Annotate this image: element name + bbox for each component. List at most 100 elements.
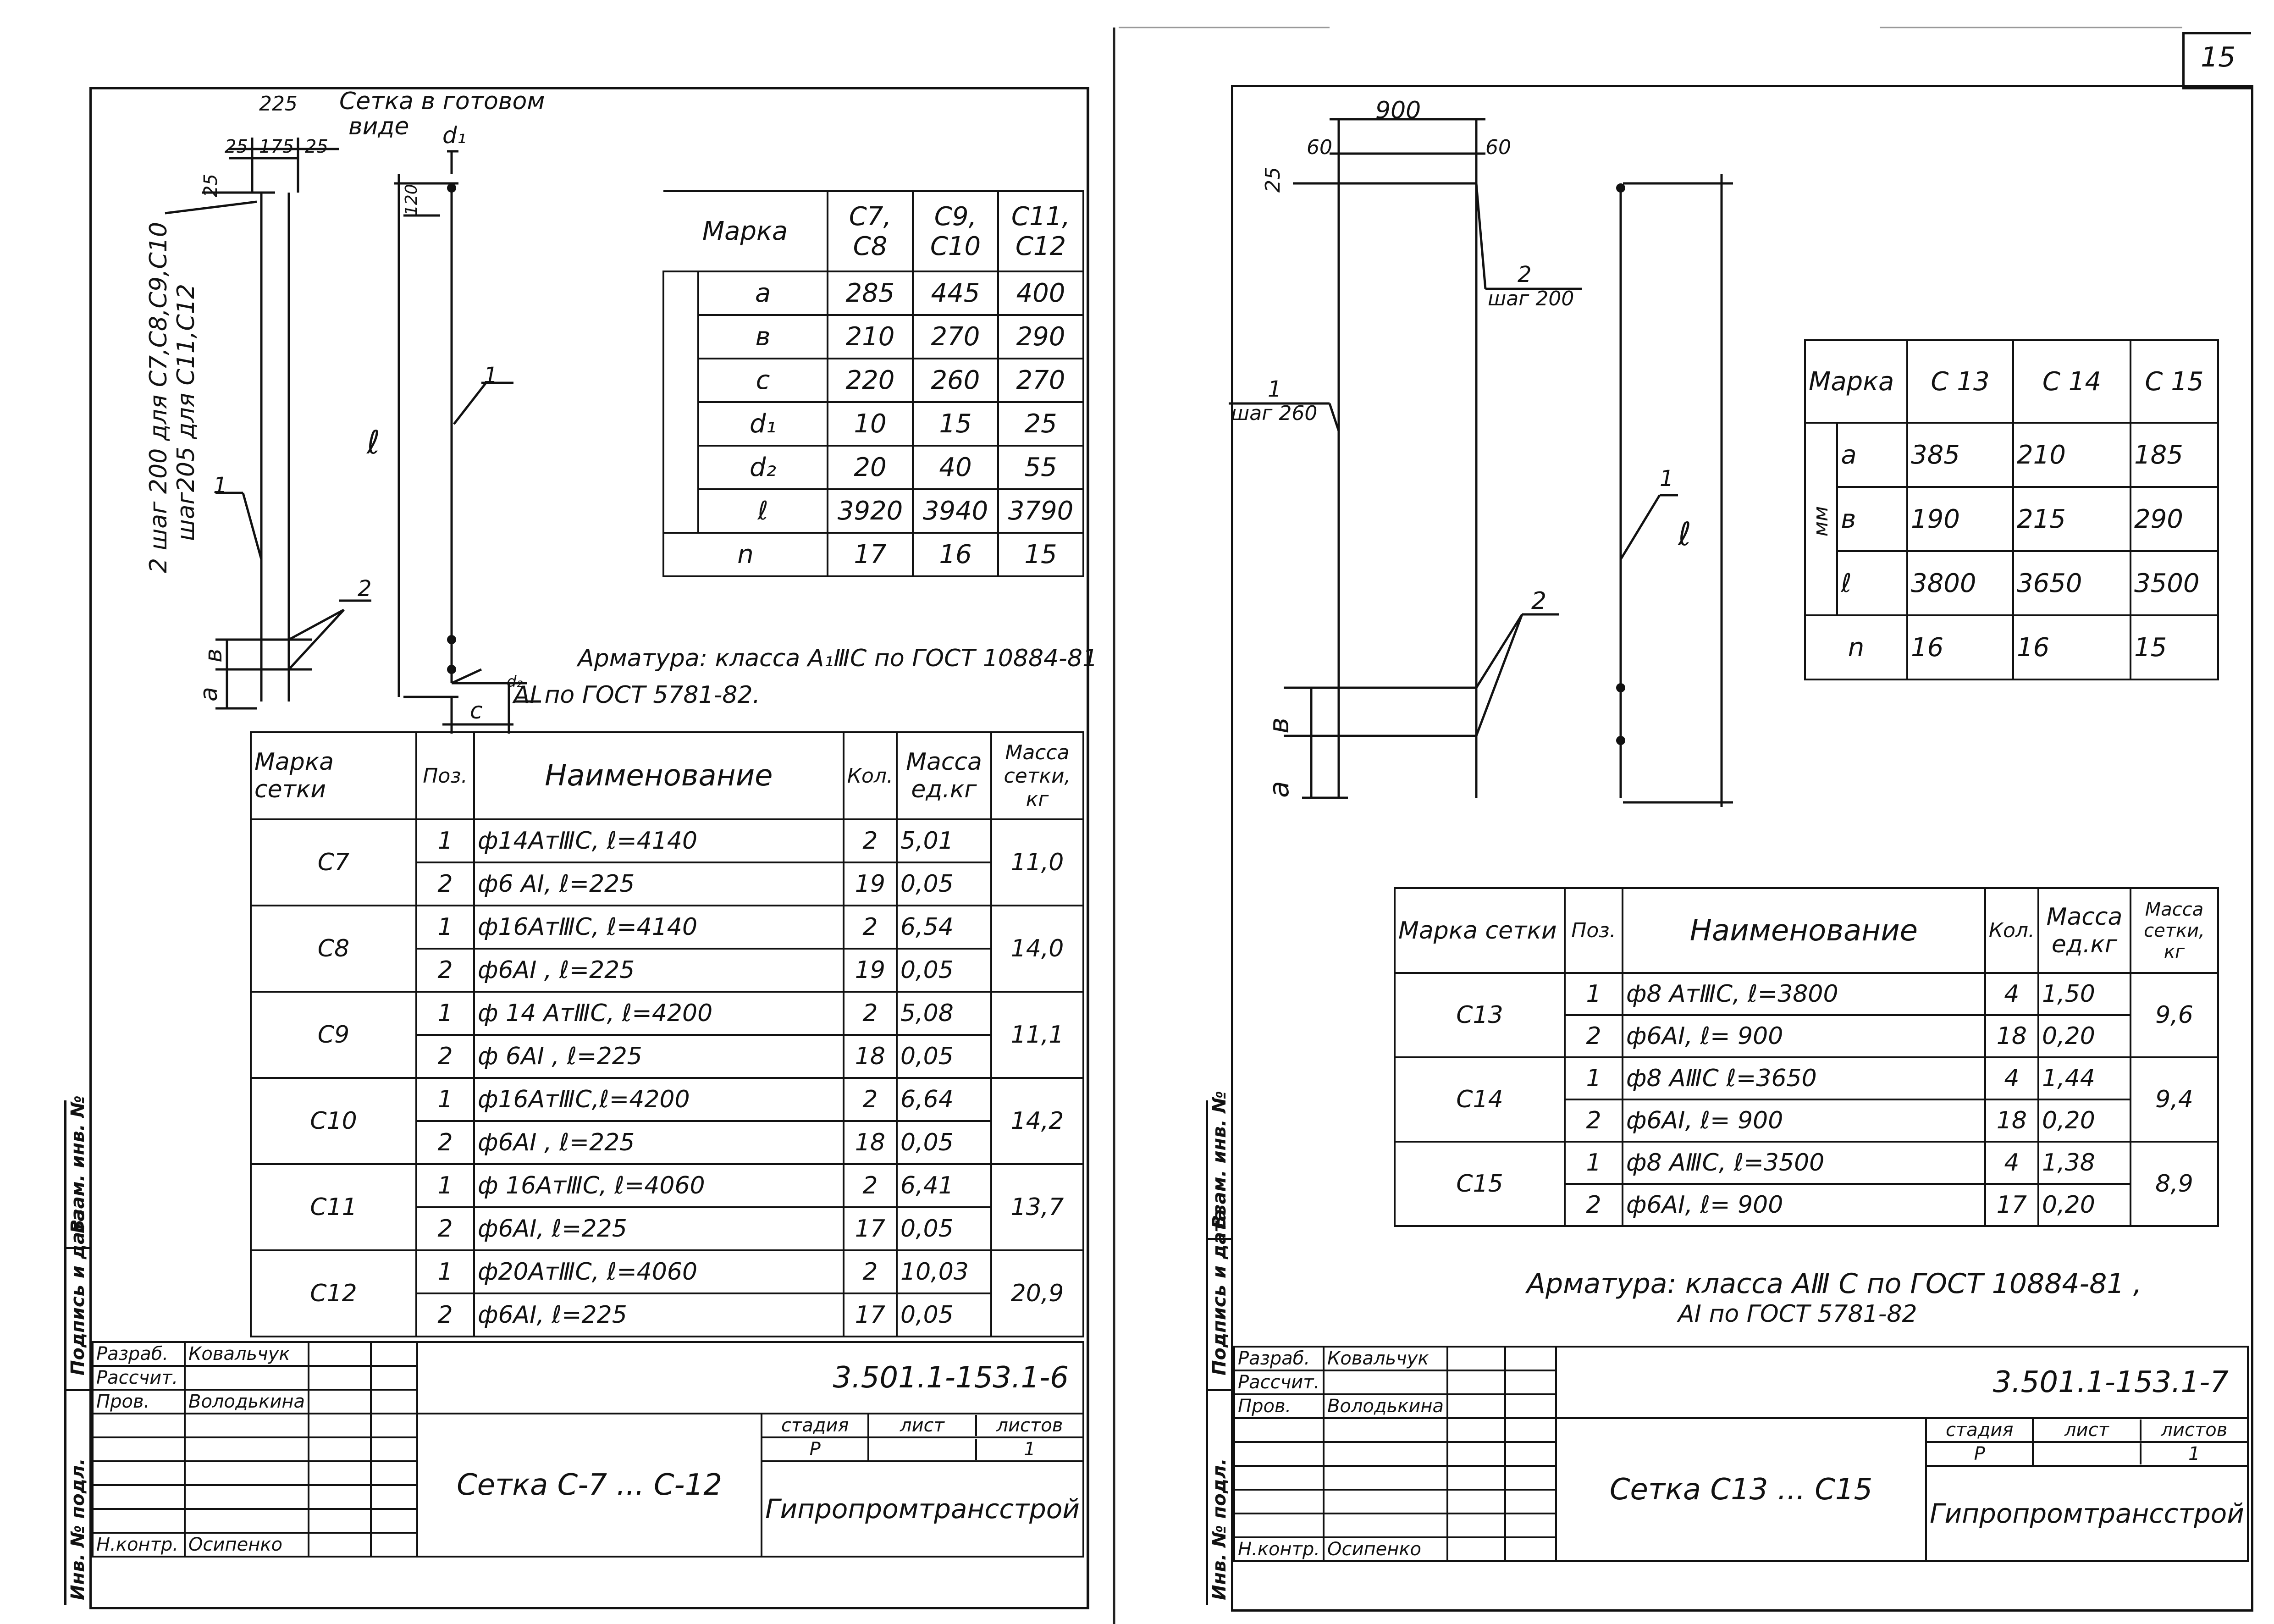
dim-25-side: 25 (200, 174, 221, 197)
rparam-row-label: в (1836, 486, 1908, 552)
rstamp-list-val: 1 (2032, 1441, 2249, 1467)
right-title-block: Разраб. Ковальчук 3.501.1-153.1-7 Рассчи… (1233, 1346, 2249, 1562)
rstamp-title: Сетка С13 ... С15 (1555, 1417, 1927, 1562)
spec-total: 11,1 (990, 991, 1084, 1079)
spec-h-pos: Поз. (415, 731, 475, 820)
rparam-cell: 3800 (1906, 550, 2014, 616)
spec-total: 11,0 (990, 818, 1084, 906)
rstamp-nkontr-name: Осипенко (1322, 1536, 1449, 1562)
rstamp-rasschit: Рассчит. (1233, 1370, 1325, 1395)
left-title-block: Разраб. Ковальчук 3.501.1-153.1-6 Рассчи… (92, 1341, 1084, 1558)
spec-qty: 18 (842, 1034, 898, 1079)
spec-pos: 2 (415, 1206, 475, 1251)
param-row-label: в (697, 314, 828, 359)
rstamp-empty (1504, 1441, 1557, 1467)
param-cell: 260 (912, 358, 999, 403)
param-row-label: ℓ (697, 488, 828, 534)
spec-pos: 2 (415, 1120, 475, 1165)
step-1-num: 1 (1268, 376, 1282, 402)
rstamp-stadia: Р (1925, 1441, 2034, 1467)
pos-1-a: 1 (213, 473, 227, 498)
rstamp-empty (1446, 1536, 1506, 1562)
left-side-label-1: Инв. № подл. (67, 1458, 88, 1600)
stamp-empty (92, 1413, 186, 1438)
rstamp-prov-name: Володькина (1322, 1393, 1449, 1419)
spec-qty: 2 (842, 1077, 898, 1122)
param-blank (662, 271, 699, 534)
spec-unit: 5,01 (896, 818, 992, 863)
rspec-unit: 1,38 (2037, 1141, 2131, 1185)
stamp-empty (370, 1389, 419, 1414)
stamp-empty (308, 1508, 372, 1534)
spec-name: ф 16AтⅢC, ℓ=4060 (473, 1163, 844, 1208)
spec-unit: 0,05 (896, 862, 992, 906)
param-header-c7: С7, С8 (827, 190, 914, 272)
rstamp-empty (1322, 1465, 1449, 1491)
stamp-empty (370, 1484, 419, 1510)
spec-h-name: Наименование (473, 731, 844, 820)
left-side-strip (64, 1100, 66, 1605)
spec-name: ф 6AI , ℓ=225 (473, 1034, 844, 1079)
rstamp-empty (1504, 1513, 1557, 1538)
dim-25-b: 25 (305, 136, 328, 157)
rstamp-empty (1322, 1441, 1449, 1467)
stamp-empty (183, 1484, 310, 1510)
rstamp-empty (1446, 1370, 1506, 1395)
rstamp-empty (1322, 1513, 1449, 1538)
rspec-qty: 18 (1984, 1014, 2040, 1058)
rspec-mark: С14 (1394, 1056, 1566, 1143)
spec-unit: 0,05 (896, 1034, 992, 1079)
spec-name: ф6AI, ℓ=225 (473, 1293, 844, 1337)
dim-a: a (195, 687, 223, 702)
param-cell: 285 (827, 271, 914, 316)
spec-qty: 19 (842, 948, 898, 993)
rstamp-empty (1504, 1370, 1557, 1395)
rstamp-empty (1446, 1417, 1506, 1443)
stamp-nkontr: Н.контр. (92, 1532, 186, 1558)
rspec-unit: 0,20 (2037, 1014, 2131, 1058)
param-cell: 25 (997, 401, 1084, 447)
dim-60-b: 60 (1485, 136, 1511, 159)
spec-pos: 1 (415, 818, 475, 863)
param-n-label: n (662, 532, 828, 577)
spec-unit: 0,05 (896, 948, 992, 993)
rstamp-empty (1504, 1536, 1557, 1562)
param-header-mark: Марка (663, 190, 828, 272)
stamp-empty (183, 1365, 310, 1391)
rstamp-date (1504, 1346, 1557, 1371)
rspec-qty: 18 (1984, 1099, 2040, 1143)
armature-right-1: Арматура: класса AⅢ С по ГОСТ 10884-81 , (1527, 1268, 2142, 1300)
dim-d2: d₂ (507, 673, 523, 691)
rstamp-list-label: лист (2034, 1420, 2142, 1441)
spec-qty: 17 (842, 1206, 898, 1251)
rparam-row-label: ℓ (1836, 550, 1908, 616)
right-pos-1: 1 (1660, 466, 1674, 492)
right-param-table: Марка С 13 С 14 С 15 мм a 385 210 185 в … (1804, 339, 2219, 680)
spec-name: ф20AтⅢC, ℓ=4060 (473, 1249, 844, 1294)
rparam-unit: мм (1804, 422, 1838, 616)
spec-mark: С10 (250, 1077, 417, 1165)
right-side-label-1: Инв. № подл. (1209, 1458, 1230, 1600)
rstamp-empty (1233, 1465, 1325, 1491)
spec-total: 14,0 (990, 905, 1084, 993)
dim-c: c (470, 697, 483, 724)
stamp-list (869, 1439, 977, 1460)
spec-unit: 6,64 (896, 1077, 992, 1122)
dim-120: 120 (402, 184, 421, 215)
rstamp-empty (1504, 1417, 1557, 1443)
right-sheet-frame (1231, 85, 2253, 1612)
rparam-cell: 385 (1906, 422, 2014, 488)
stamp-org: Гипропромтрансстрой (761, 1460, 1084, 1558)
rspec-pos: 2 (1564, 1099, 1623, 1143)
stamp-empty (183, 1508, 310, 1534)
rspec-qty: 4 (1984, 1141, 2040, 1185)
spec-name: ф6AI, ℓ=225 (473, 1206, 844, 1251)
rstamp-empty (1446, 1513, 1506, 1538)
left-side-label-3: Взам. инв. № (67, 1095, 88, 1233)
left-side-sep-2 (64, 1389, 92, 1391)
param-n: 17 (827, 532, 914, 577)
rstamp-sign (1446, 1346, 1506, 1371)
spec-qty: 18 (842, 1120, 898, 1165)
spec-unit: 10,03 (896, 1249, 992, 1294)
left-side-sep-1 (64, 1247, 92, 1249)
